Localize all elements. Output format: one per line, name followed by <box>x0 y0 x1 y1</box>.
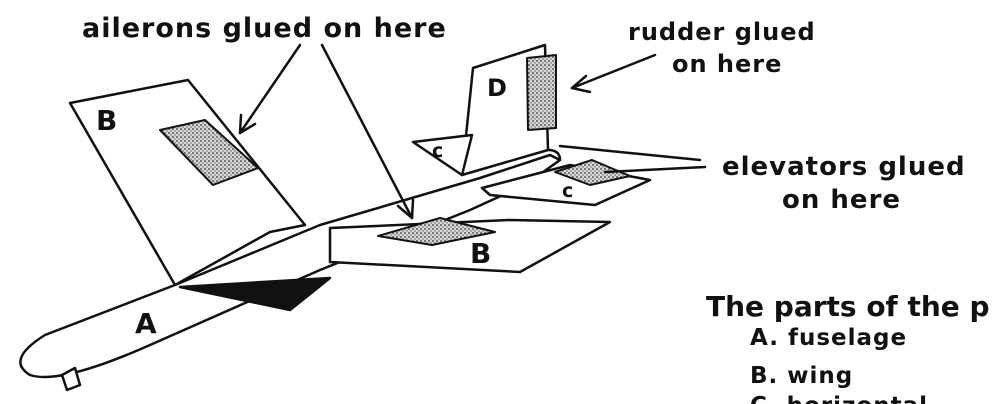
label-C-right: c <box>562 180 573 202</box>
ailerons-arrow-left <box>240 45 300 133</box>
label-B-right-wing: B <box>470 237 491 270</box>
elevators-annotation-line2: on here <box>782 185 901 215</box>
elevators-annotation-line1: elevators glued <box>722 152 966 182</box>
label-B-left-wing: B <box>96 104 117 137</box>
rudder-glue-patch <box>527 55 556 130</box>
label-D: D <box>487 74 507 102</box>
legend-item-C: C. horizontal <box>750 393 928 404</box>
label-A: A <box>135 307 157 340</box>
legend-item-A: A. fuselage <box>750 325 907 351</box>
label-C-left: c <box>432 140 443 162</box>
legend-item-B: B. wing <box>750 363 853 389</box>
ailerons-annotation: ailerons glued on here <box>82 13 447 44</box>
ailerons-arrow-right <box>322 45 412 218</box>
rudder-annotation-line1: rudder glued <box>628 18 816 46</box>
elevators-arrow-2 <box>605 167 705 172</box>
elevators-arrow-1 <box>560 146 700 160</box>
rudder-annotation-line2: on here <box>672 50 782 78</box>
rudder-arrow <box>572 55 655 88</box>
legend-title: The parts of the p <box>706 290 990 323</box>
